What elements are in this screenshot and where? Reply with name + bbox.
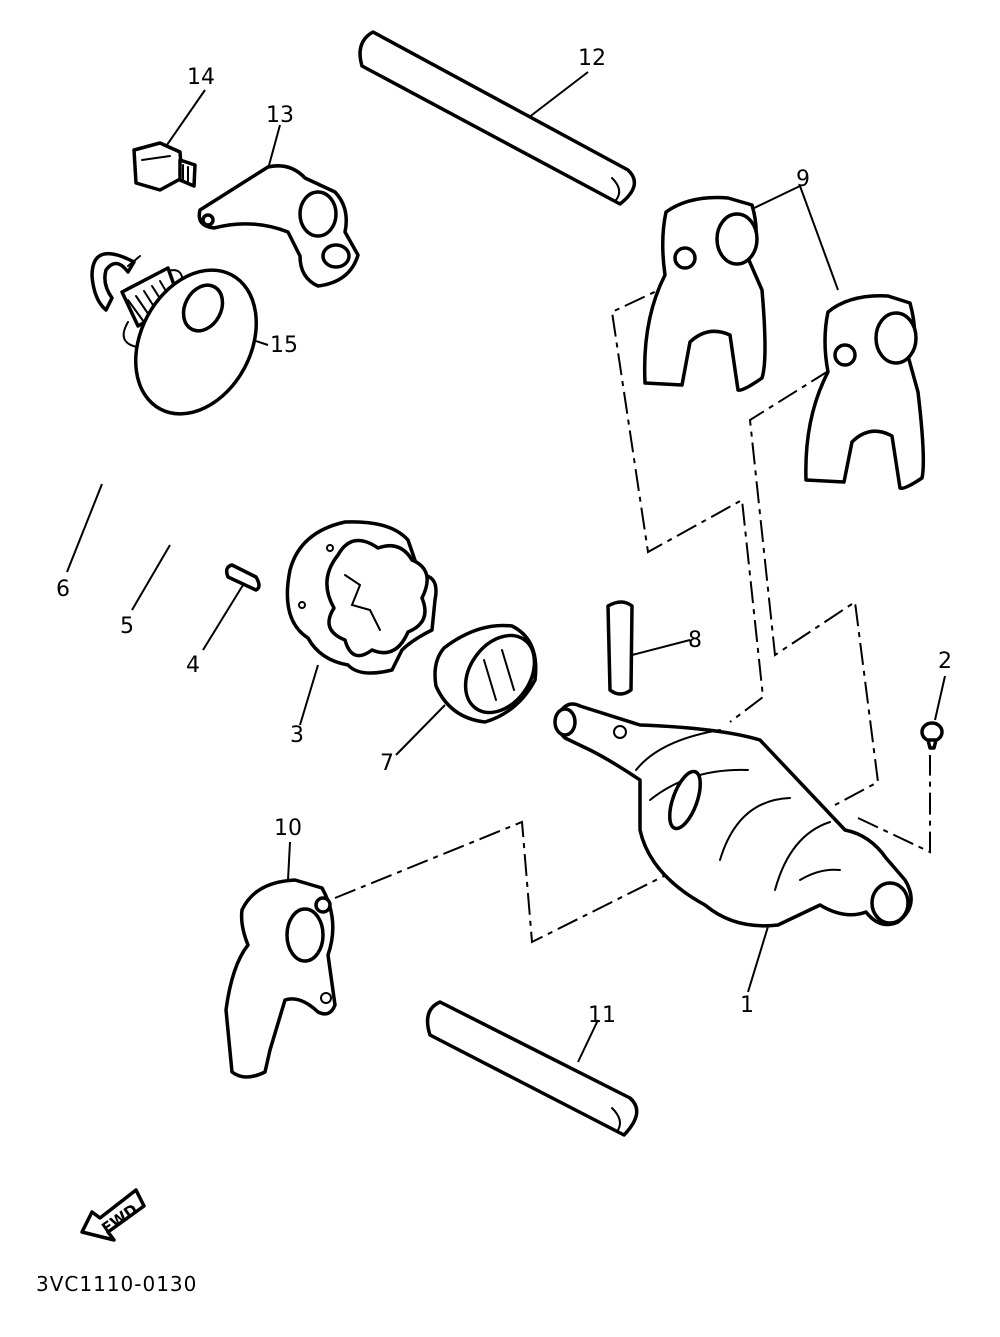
bearing-7 [433, 623, 538, 724]
circlip-6 [90, 252, 141, 312]
callout-10: 10 [274, 816, 302, 841]
callout-4: 4 [186, 653, 200, 678]
callout-7: 7 [380, 751, 394, 776]
callout-13: 13 [266, 103, 294, 128]
callout-2: 2 [938, 649, 952, 674]
shift-fork-9a [642, 195, 767, 392]
callout-11: 11 [588, 1003, 616, 1028]
pin-8 [606, 600, 634, 696]
callout-5: 5 [120, 614, 134, 639]
diagram-code: 3VC1110-0130 [36, 1272, 197, 1296]
shift-drum-1 [553, 702, 913, 928]
shift-fork-10 [224, 878, 337, 1079]
callout-1: 1 [740, 993, 754, 1018]
washer-5 [133, 268, 259, 416]
callout-15: 15 [270, 333, 298, 358]
shift-arm-13 [197, 164, 360, 288]
rivet-2 [920, 721, 944, 750]
callout-14: 14 [187, 65, 215, 90]
dowel-pin-4 [224, 563, 261, 592]
callout-12: 12 [578, 46, 606, 71]
shift-fork-9b [804, 294, 926, 491]
callout-6: 6 [56, 577, 70, 602]
shaft-11 [425, 1000, 639, 1137]
callout-3: 3 [290, 723, 304, 748]
callout-8: 8 [688, 628, 702, 653]
fwd-arrow-icon: FWD [80, 1188, 146, 1242]
callout-9: 9 [796, 167, 810, 192]
callout-numbers: 1 2 3 4 5 6 7 8 9 10 11 12 13 14 15 [56, 46, 952, 1028]
assembly-lines [334, 279, 931, 944]
shaft-12 [358, 30, 637, 206]
bolt-14 [132, 141, 197, 192]
segment-cam-3 [285, 520, 438, 675]
